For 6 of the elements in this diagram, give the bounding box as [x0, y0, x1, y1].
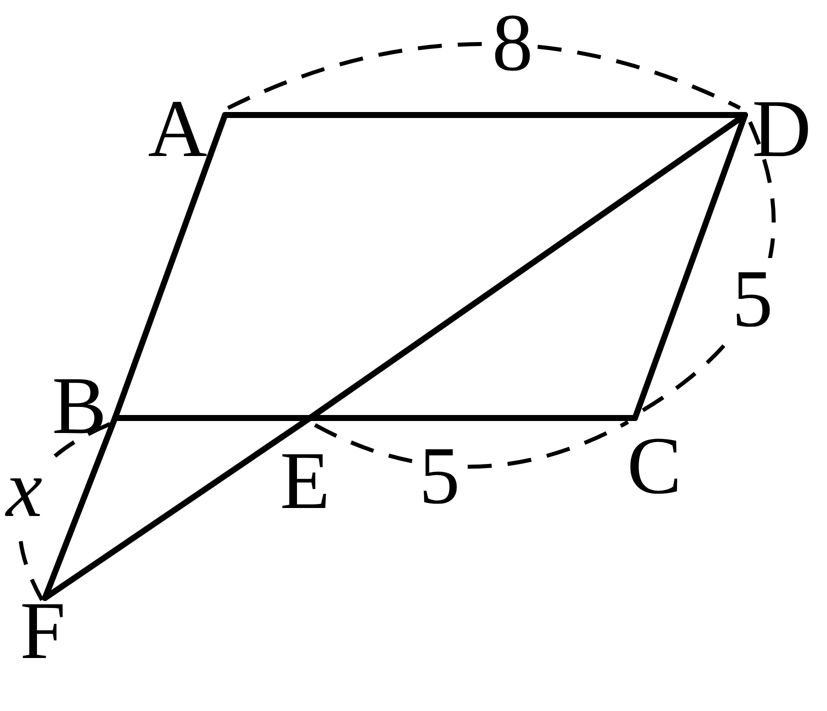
vertex-label: D — [739, 88, 812, 170]
vertex-label: F — [20, 590, 66, 672]
vertex-label: E — [280, 412, 330, 522]
vertex-label: A — [148, 88, 232, 170]
vertex-label: C — [627, 412, 682, 507]
vertex-label: B — [52, 365, 121, 447]
